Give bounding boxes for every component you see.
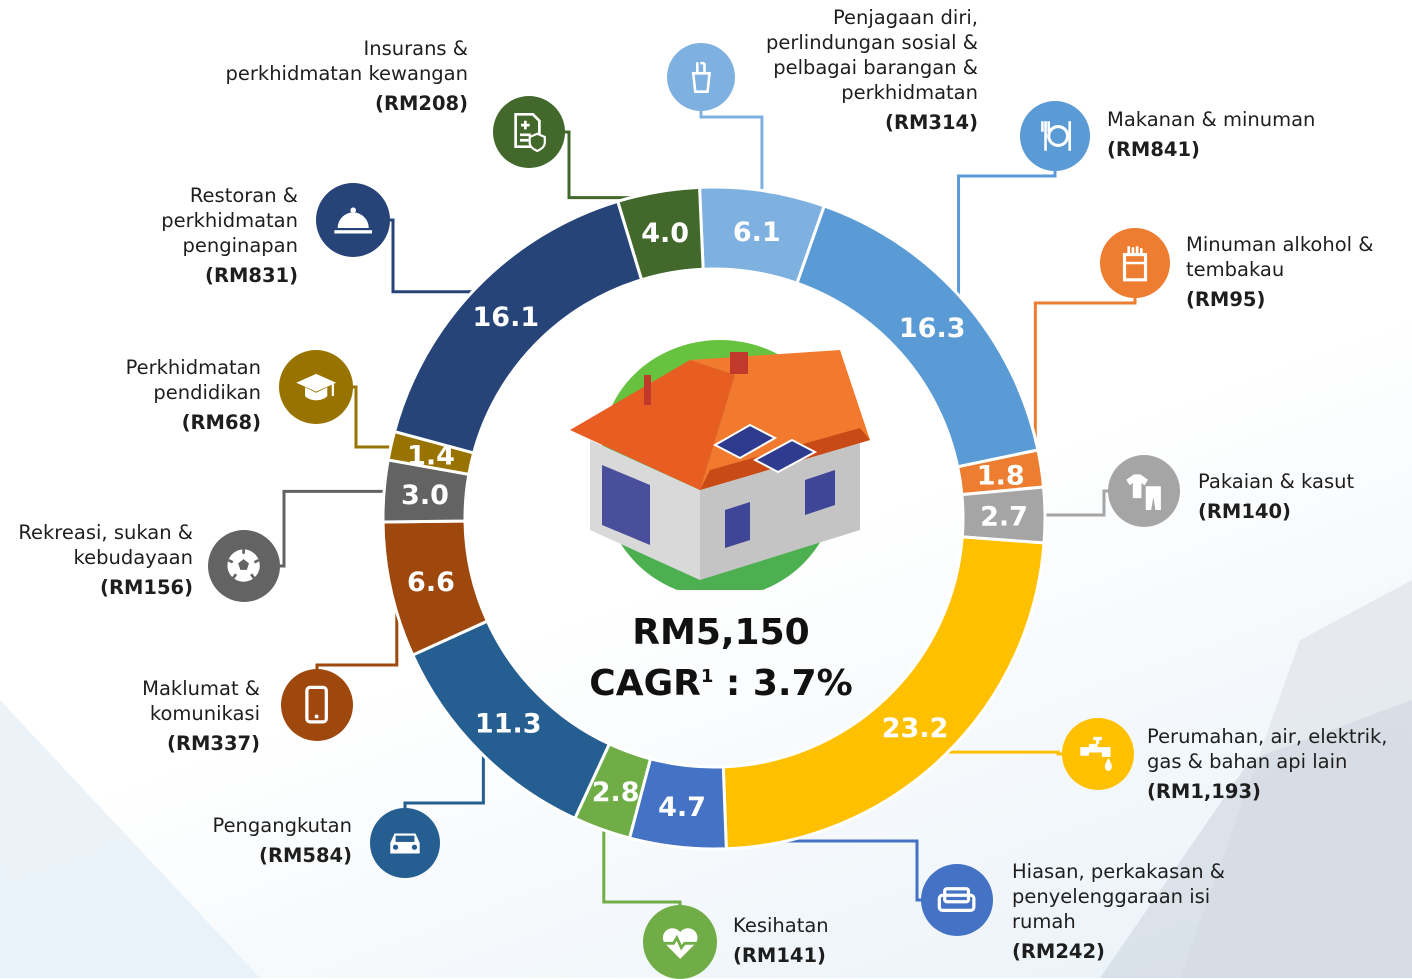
insurance-document-icon [493, 96, 565, 168]
center-total-value: RM5,150 [632, 612, 810, 653]
label-line: kebudayaan [73, 546, 193, 569]
plate-cutlery-icon [1020, 101, 1090, 171]
label-line: Minuman alkohol & [1186, 233, 1374, 256]
label-line: perkhidmatan [841, 81, 978, 104]
label-line: Maklumat & [142, 677, 260, 700]
label-line: Perumahan, air, elektrik, [1147, 725, 1388, 748]
cigarette-pack-icon [1100, 228, 1170, 298]
label-line: Makanan & minuman [1107, 108, 1316, 131]
label-line: Pakaian & kasut [1198, 470, 1355, 493]
shirt-trousers-icon [1108, 455, 1180, 527]
segment-value-label: 2.7 [980, 501, 1028, 532]
segment-value-label: 4.7 [658, 792, 706, 823]
center-cagr: CAGR1 : 3.7% [571, 656, 871, 705]
label-amount: (RM208) [375, 92, 468, 115]
segment-value-label: 16.1 [473, 302, 540, 333]
segment-value-labels: 6.1 16.3 1.8 2.7 23.2 4.7 2.8 11.3 6.6 3.0 1.4 16.1… [401, 217, 1028, 823]
label-amount: (RM314) [885, 111, 978, 134]
label-amount: (RM140) [1198, 500, 1291, 523]
label-line: komunikasi [149, 702, 260, 725]
label-insurance: Insurans & perkhidmatan kewangan (RM208) [226, 36, 468, 116]
donut-segment [615, 185, 705, 282]
label-line: penginapan [182, 234, 298, 257]
label-amount: (RM95) [1186, 288, 1266, 311]
label-alcohol: Minuman alkohol & tembakau (RM95) [1186, 232, 1373, 312]
label-line: Insurans & [363, 37, 468, 60]
label-amount: (RM1,193) [1147, 780, 1261, 803]
label-line: Restoran & [189, 184, 298, 207]
label-amount: (RM156) [100, 576, 193, 599]
donut-ring [381, 185, 1047, 851]
label-line: rumah [1012, 910, 1076, 933]
football-icon [208, 530, 280, 602]
label-housing: Perumahan, air, elektrik, gas & bahan ap… [1147, 724, 1388, 804]
label-amount: (RM831) [205, 264, 298, 287]
label-line: Pengangkutan [212, 814, 353, 837]
segment-value-label: 6.1 [733, 217, 781, 248]
segment-value-label: 1.4 [407, 441, 455, 472]
house-illustration [570, 340, 870, 590]
label-line: Penjagaan diri, [832, 6, 978, 29]
label-line: perkhidmatan [161, 209, 298, 232]
water-tap-icon [1062, 718, 1134, 790]
label-line: perlindungan sosial & [765, 31, 978, 54]
cagr-footnote: 1 [700, 666, 714, 687]
label-food: Makanan & minuman (RM841) [1107, 107, 1315, 162]
graduation-cap-icon [279, 350, 353, 424]
label-line: tembakau [1186, 258, 1285, 281]
label-amount: (RM337) [167, 732, 260, 755]
label-amount: (RM68) [181, 411, 261, 434]
label-transport: Pengangkutan (RM584) [213, 813, 353, 868]
label-restaurant: Restoran & perkhidmatan penginapan (RM83… [161, 183, 298, 288]
segment-value-label: 4.0 [641, 218, 689, 249]
label-clothing: Pakaian & kasut (RM140) [1198, 469, 1354, 524]
label-line: Perkhidmatan [125, 356, 261, 379]
label-amount: (RM841) [1107, 138, 1200, 161]
sofa-icon [921, 864, 993, 936]
label-line: Hiasan, perkakasan & [1012, 860, 1225, 883]
label-line: penyelenggaraan isi [1012, 885, 1211, 908]
label-personal-care: Penjagaan diri, perlindungan sosial & pe… [766, 5, 978, 135]
label-health: Kesihatan (RM141) [733, 913, 829, 968]
mobile-phone-icon [281, 669, 353, 741]
label-line: pelbagai barangan & [773, 56, 978, 79]
segment-value-label: 3.0 [401, 480, 449, 511]
label-line: gas & bahan api lain [1147, 750, 1348, 773]
label-information: Maklumat & komunikasi (RM337) [142, 676, 260, 756]
label-line: Kesihatan [733, 914, 829, 937]
segment-value-label: 6.6 [407, 567, 455, 598]
segment-value-label: 1.8 [977, 461, 1025, 492]
label-recreation: Rekreasi, sukan & kebudayaan (RM156) [18, 520, 193, 600]
label-furnishing: Hiasan, perkakasan & penyelenggaraan isi… [1012, 859, 1225, 964]
cagr-prefix: CAGR [589, 663, 701, 704]
label-amount: (RM141) [733, 944, 826, 967]
segment-value-label: 2.8 [592, 777, 640, 808]
label-line: Rekreasi, sukan & [18, 521, 193, 544]
label-amount: (RM242) [1012, 940, 1105, 963]
heart-pulse-icon [643, 905, 717, 979]
segment-value-label: 11.3 [475, 708, 542, 739]
label-amount: (RM584) [259, 844, 352, 867]
cagr-value: : 3.7% [713, 663, 853, 704]
food-cloche-icon [316, 183, 390, 257]
label-line: pendidikan [153, 381, 261, 404]
segment-value-label: 23.2 [882, 713, 949, 744]
label-education: Perkhidmatan pendidikan (RM68) [126, 355, 261, 435]
label-line: perkhidmatan kewangan [225, 62, 468, 85]
car-icon [370, 808, 440, 878]
toothbrush-cup-icon [667, 43, 735, 111]
segment-value-label: 16.3 [899, 313, 966, 344]
